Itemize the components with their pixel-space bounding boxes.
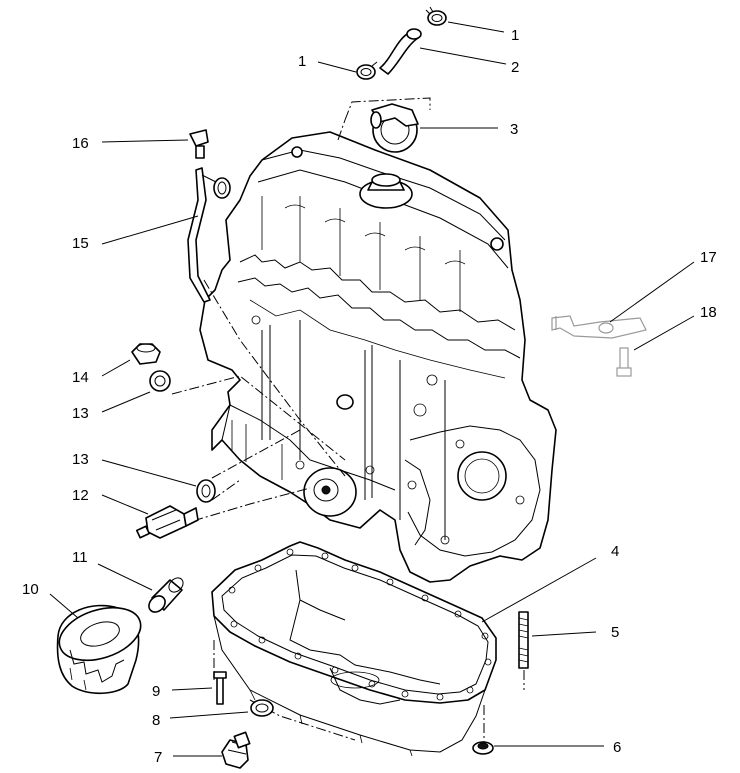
dipstick-tube [187,167,231,303]
callout-6: 6 [613,739,621,756]
breather-hose [379,28,422,75]
oil-pan-stud [518,611,529,669]
leader-lines [49,21,695,757]
oil-filter [56,604,142,695]
seal-ring-upper [149,370,171,392]
callout-13-upper: 13 [72,405,89,422]
callout-7: 7 [154,749,162,766]
callout-9: 9 [152,683,160,700]
bracket-bolt [616,347,632,377]
callout-13-lower: 13 [72,451,89,468]
oil-pan [211,541,497,757]
drain-plug [221,731,251,769]
oil-pump-housing [303,467,357,517]
oil-filler-cap [359,173,413,209]
callout-3: 3 [510,121,518,138]
callout-18: 18 [700,304,717,321]
oil-pan-bolt [213,671,227,705]
callout-12: 12 [72,487,89,504]
blanking-plug [131,343,161,365]
callout-5: 5 [611,624,619,641]
callout-14: 14 [72,369,89,386]
callout-8: 8 [152,712,160,729]
callout-11: 11 [72,549,88,566]
dipstick-handle [189,129,209,159]
drain-plug-gasket [250,699,274,717]
hose-clamp-lower [356,61,378,80]
alignment-lines [171,97,525,748]
breather-fitting [370,103,419,153]
callout-17: 17 [700,249,717,266]
oil-pressure-switch [135,505,199,539]
engine-block [199,131,557,583]
callout-labels: 1 1 2 3 4 5 6 7 8 9 10 11 12 13 13 14 15… [22,27,717,766]
hose-clamp-upper [425,6,447,26]
engine-bracket [551,315,647,339]
callout-2: 2 [511,59,519,76]
seal-ring-lower [196,479,216,503]
callout-15: 15 [72,235,89,252]
drain-nut [472,741,494,755]
callout-16: 16 [72,135,89,152]
callout-1-top: 1 [511,27,519,44]
filter-nipple [148,577,184,613]
callout-1-left: 1 [298,53,306,70]
callout-4: 4 [611,543,619,560]
callout-10: 10 [22,581,39,598]
